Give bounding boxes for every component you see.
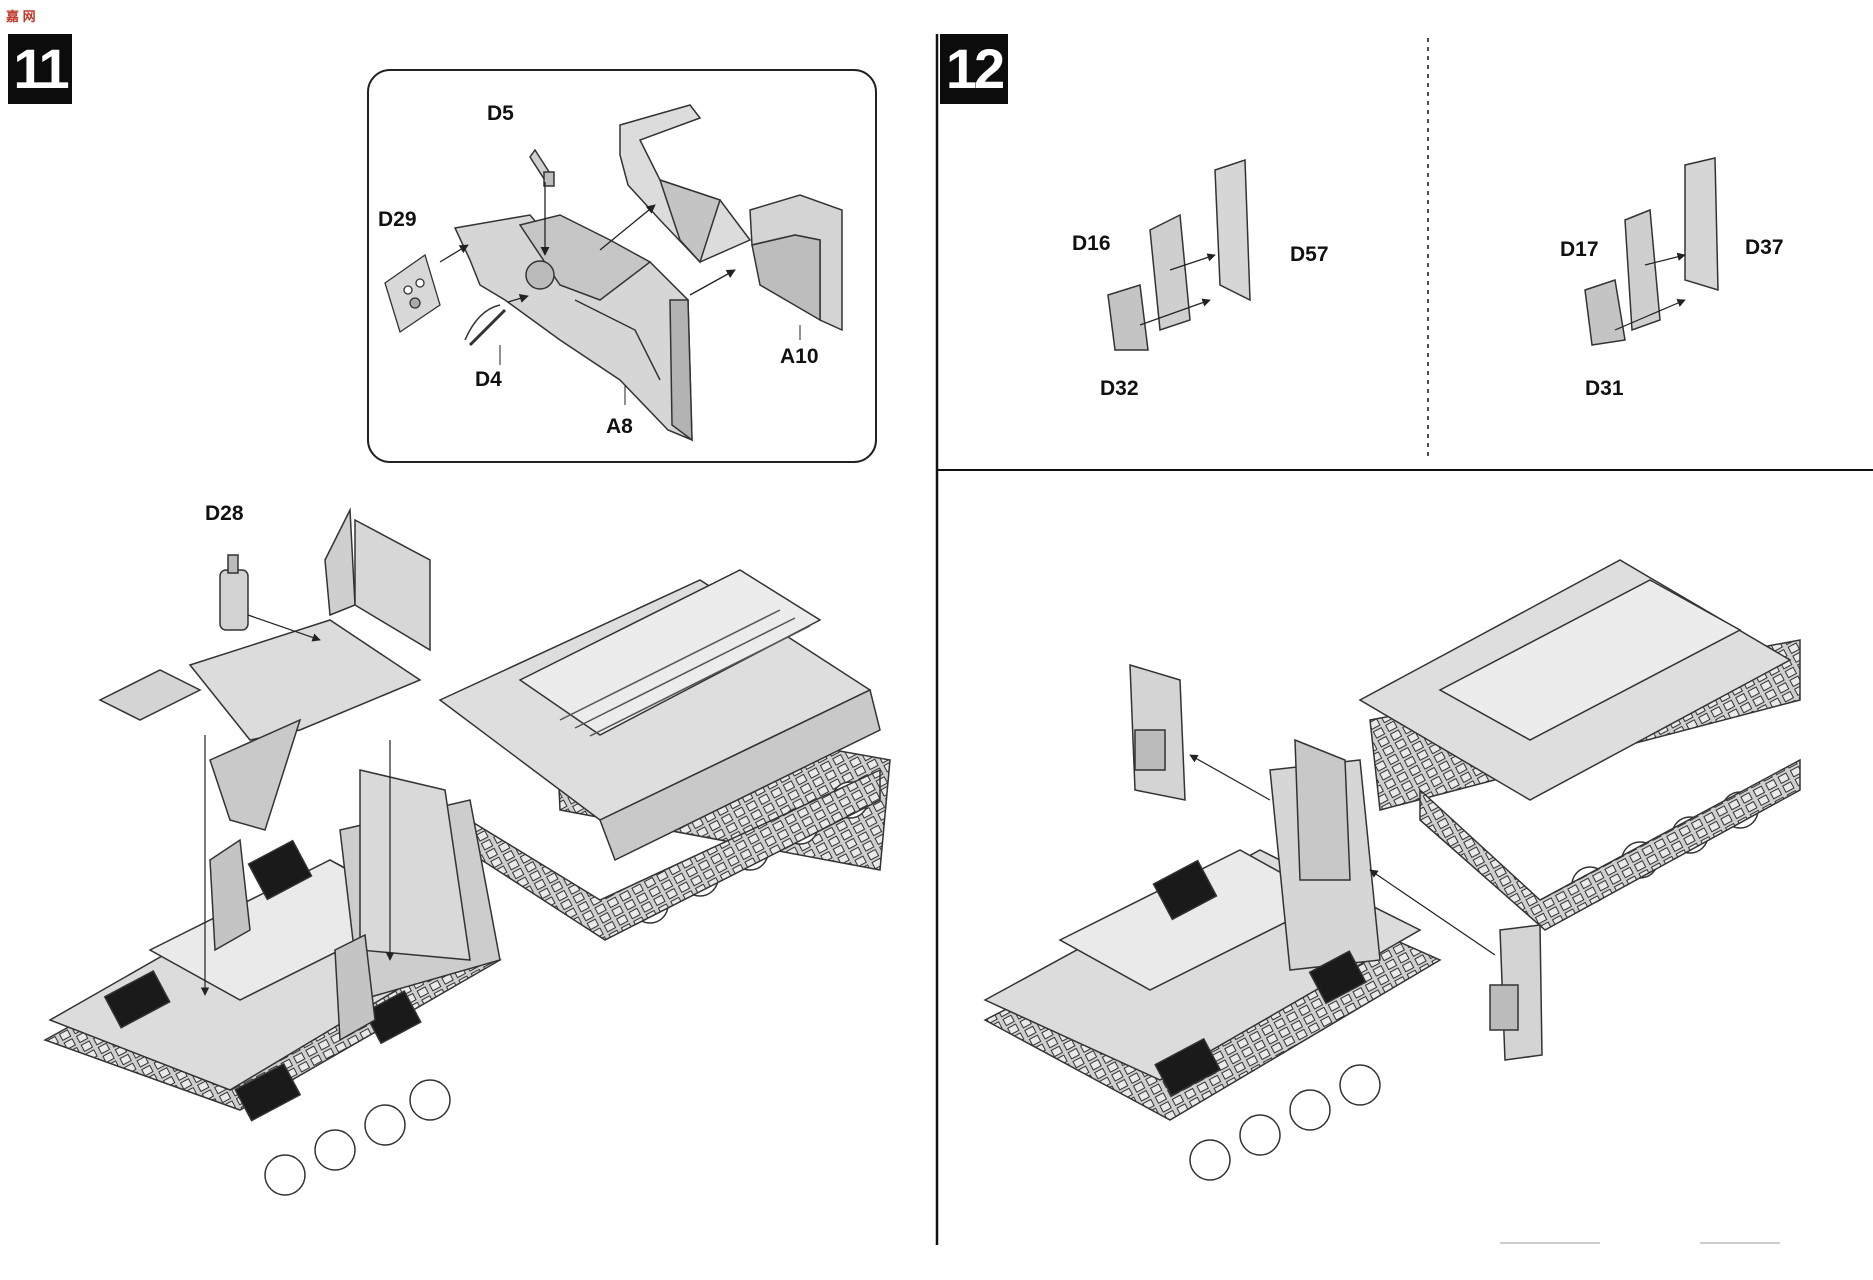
label-D37: D37 [1745, 236, 1784, 259]
step-12-arrows [1189, 754, 1496, 956]
part-frame [619, 104, 752, 264]
part-A8 [453, 214, 693, 442]
label-D17: D17 [1560, 238, 1599, 261]
inset-arrows [439, 182, 736, 303]
step-11-front-unit [43, 769, 502, 1196]
part-D29 [384, 253, 441, 334]
label-D32: D32 [1100, 377, 1139, 400]
step-11-vehicle [43, 507, 891, 1196]
watermark-logo: 嘉 网 [6, 6, 36, 25]
label-A10: A10 [780, 345, 819, 368]
watermark-text: 嘉 网 [6, 9, 36, 24]
label-D4: D4 [475, 368, 502, 391]
part-D5 [529, 148, 555, 187]
part-A10 [749, 194, 843, 332]
step-12-front-unit [983, 738, 1442, 1181]
step-12-vehicle [983, 559, 1801, 1181]
step-11-rear-unit [419, 569, 891, 941]
label-A8: A8 [606, 415, 633, 438]
inset-leaders [499, 325, 801, 405]
step-12-detail-left [1107, 158, 1251, 351]
label-D5: D5 [487, 102, 514, 125]
step-11-number: 11 [13, 37, 69, 100]
label-D31: D31 [1585, 377, 1624, 400]
step-11-detail-inset [367, 69, 877, 463]
part-D28 [219, 554, 249, 631]
label-D28: D28 [205, 502, 244, 525]
page-dividers [935, 34, 1873, 1245]
step-12-number: 12 [945, 37, 1005, 100]
step-12-rear-unit [1358, 559, 1801, 931]
step-11-arrows [200, 614, 395, 996]
step-12-side-door-left [1129, 663, 1186, 801]
label-D29: D29 [378, 208, 417, 231]
step-12-side-door-right [1489, 924, 1543, 1061]
part-D4 [464, 304, 507, 347]
step-11-badge: 11 [8, 34, 72, 104]
label-D16: D16 [1072, 232, 1111, 255]
step-12-badge: 12 [940, 34, 1008, 104]
label-D57: D57 [1290, 243, 1329, 266]
step-12-detail-right [1584, 157, 1719, 346]
step-11-cab-exploded [98, 507, 431, 831]
